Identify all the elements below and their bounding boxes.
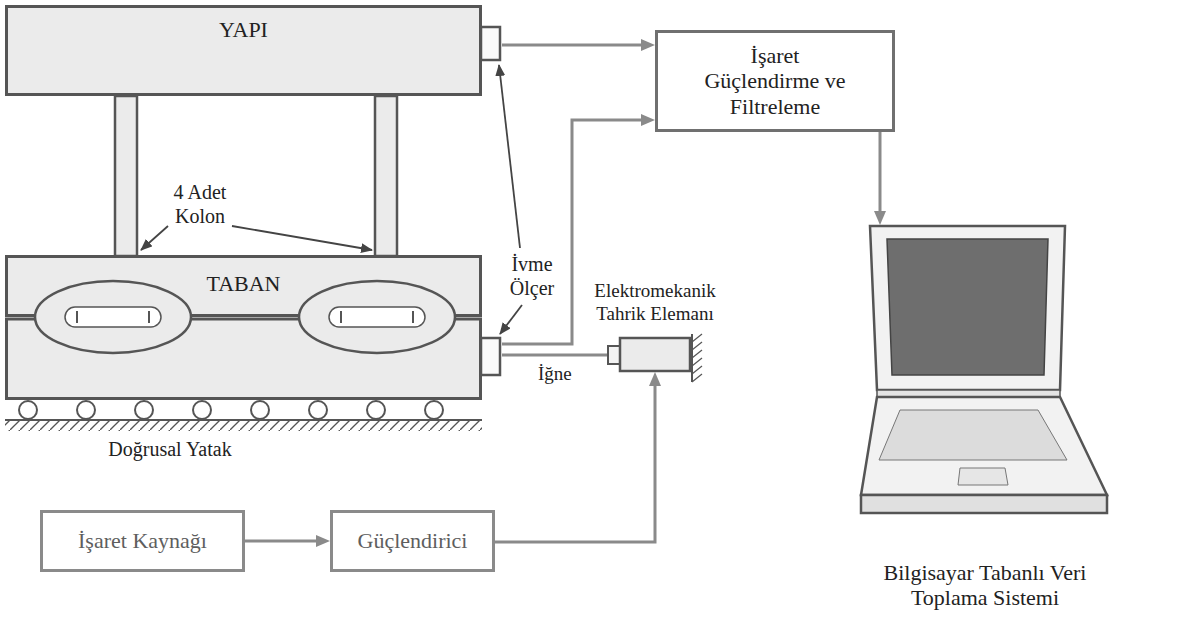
wall-hatch bbox=[692, 350, 702, 358]
node-label: Elektromekanik Tahrik Elemanı bbox=[585, 280, 725, 326]
column bbox=[375, 96, 397, 256]
part-label: İvme Ölçer bbox=[502, 252, 562, 300]
process-box: İşaret Güçlendirme ve Filtreleme bbox=[655, 30, 895, 132]
signal-arrow bbox=[245, 540, 322, 543]
roller bbox=[309, 401, 327, 419]
actuator-tip bbox=[608, 346, 620, 364]
accelerometer bbox=[481, 338, 500, 375]
leader-arrow bbox=[499, 65, 520, 248]
signal-arrow bbox=[879, 132, 882, 217]
isolator-slot bbox=[65, 307, 161, 327]
node-label: İşaret Güçlendirme ve Filtreleme bbox=[695, 43, 855, 119]
laptop-drawing bbox=[855, 225, 1115, 545]
laptop-lid bbox=[870, 226, 1065, 390]
wall-hatch bbox=[692, 374, 702, 382]
roller bbox=[135, 401, 153, 419]
wall-hatch bbox=[692, 342, 702, 350]
isolator bbox=[299, 281, 455, 353]
base-platform: TABAN bbox=[5, 255, 502, 400]
laptop-front bbox=[861, 495, 1107, 513]
edge-label: İğne bbox=[536, 363, 574, 386]
isolator bbox=[35, 281, 191, 353]
column bbox=[115, 96, 137, 256]
node-label: Bilgisayar Tabanlı Veri Toplama Sistemi bbox=[880, 560, 1090, 611]
laptop-touchpad bbox=[958, 468, 1008, 485]
wall-hatch bbox=[692, 358, 702, 366]
isolator-tick bbox=[340, 311, 342, 323]
wall-hatch bbox=[692, 366, 702, 374]
needle-rod bbox=[502, 354, 608, 357]
signal-arrow bbox=[502, 44, 647, 47]
roller bbox=[251, 401, 269, 419]
process-box: İşaret Kaynağı bbox=[40, 510, 245, 572]
leader-arrow bbox=[141, 226, 168, 250]
process-box: Güçlendirici bbox=[330, 510, 495, 572]
node-label: TABAN bbox=[5, 271, 482, 296]
structure-plate: YAPI bbox=[5, 5, 502, 97]
node-label: Güçlendirici bbox=[358, 528, 468, 553]
isolator-tick bbox=[412, 311, 414, 323]
leader-arrow bbox=[500, 305, 522, 334]
actuator-body bbox=[620, 338, 690, 371]
leader-arrow bbox=[232, 226, 372, 250]
laptop-base bbox=[861, 397, 1107, 495]
rollers bbox=[19, 401, 443, 419]
ground-hatch bbox=[5, 421, 482, 431]
isolator-slot bbox=[329, 307, 425, 327]
accelerometer bbox=[481, 27, 500, 60]
signal-arrow bbox=[495, 380, 655, 542]
roller bbox=[193, 401, 211, 419]
computer-icon: Bilgisayar Tabanlı Veri Toplama Sistemi bbox=[855, 225, 1115, 611]
node-label: YAPI bbox=[5, 17, 482, 42]
part-label: Doğrusal Yatak bbox=[60, 437, 280, 461]
roller bbox=[77, 401, 95, 419]
part-label: 4 Adet Kolon bbox=[160, 180, 240, 228]
laptop-screen bbox=[887, 239, 1048, 375]
roller bbox=[425, 401, 443, 419]
node-label: İşaret Kaynağı bbox=[78, 528, 207, 553]
actuator: Elektromekanik Tahrik Elemanı bbox=[585, 280, 725, 372]
roller bbox=[19, 401, 37, 419]
isolator-tick bbox=[76, 311, 78, 323]
isolator-tick bbox=[148, 311, 150, 323]
laptop-keyboard bbox=[879, 410, 1067, 460]
ground-line bbox=[5, 419, 482, 421]
wall-hatch bbox=[692, 334, 702, 342]
roller bbox=[367, 401, 385, 419]
